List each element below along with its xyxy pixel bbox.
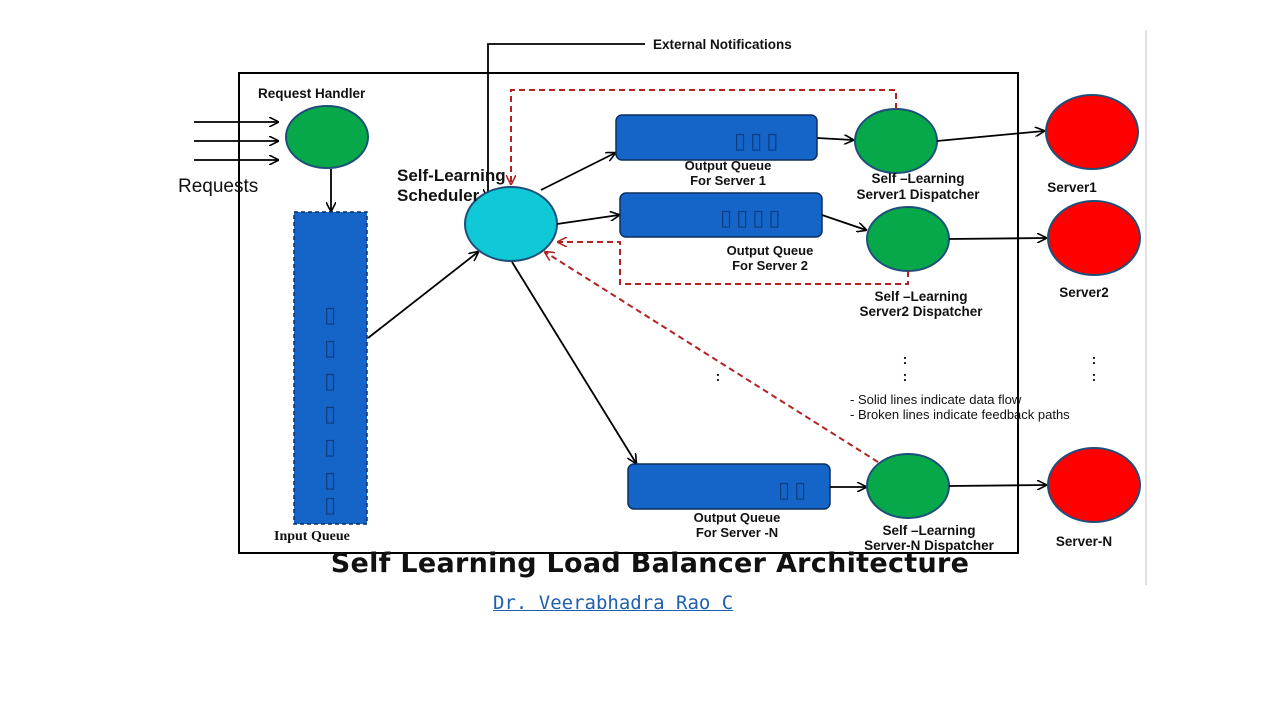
- dispatcher-2-label-line1: Self –Learning: [874, 289, 967, 304]
- dispatcher-n-label-line1: Self –Learning: [882, 523, 975, 538]
- requests-label: Requests: [178, 176, 258, 197]
- output-queue-2-label-line2: For Server 2: [732, 258, 808, 273]
- dispatcherN-to-serverN-arrow: [948, 485, 1046, 486]
- feedback-path-dispatcher2: [558, 242, 909, 285]
- output-queue-n-label-line1: Output Queue: [694, 510, 781, 525]
- svg-text:▯: ▯: [324, 402, 336, 427]
- output-queue-1-slots: ▯▯▯: [734, 129, 782, 154]
- external-notification-arrow: [488, 43, 645, 198]
- slide-title: Self Learning Load Balancer Architecture: [330, 548, 970, 579]
- output-queue-n-slots: ▯▯: [778, 478, 810, 503]
- svg-text:▯: ▯: [324, 369, 336, 394]
- dispatcher-n-node: [866, 453, 950, 519]
- output-queue-1-label-line1: Output Queue: [685, 158, 772, 173]
- server-n-label: Server-N: [1056, 534, 1112, 549]
- feedback-path-dispatcher1: [511, 89, 897, 184]
- scheduler-to-queue2-arrow: [556, 215, 619, 225]
- output-queue-1: [615, 114, 818, 161]
- dispatcher2-to-server2-arrow: [948, 238, 1046, 239]
- scheduler-to-queue1-arrow: [540, 153, 615, 191]
- output-queue-1-label-line2: For Server 1: [690, 173, 766, 188]
- input-queue: [293, 211, 368, 525]
- dispatcher-2-label-line2: Server2 Dispatcher: [859, 304, 983, 319]
- server-n-node: [1047, 447, 1141, 523]
- output-queue-n-label-line2: For Server -N: [696, 525, 778, 540]
- dispatcher-1-node: [854, 108, 938, 174]
- svg-text:▯: ▯: [324, 493, 336, 518]
- dispatcher-1-label-line2: Server1 Dispatcher: [856, 187, 980, 202]
- dispatcher-1-label-line1: Self –Learning: [871, 171, 964, 186]
- scheduler-label-line1: Self-Learning: [397, 166, 506, 185]
- ellipsis-marker: :: [1092, 351, 1097, 367]
- legend-solid-lines: - Solid lines indicate data flow: [850, 392, 1022, 407]
- request-handler-node: [285, 105, 369, 169]
- author-link[interactable]: Dr. Veerabhadra Rao C: [493, 592, 734, 614]
- svg-text:▯: ▯: [324, 435, 336, 460]
- server-1-label: Server1: [1047, 180, 1097, 195]
- ellipsis-marker: :: [716, 368, 721, 384]
- feedback-path-dispatcherN: [545, 252, 879, 463]
- queue1-to-dispatcher1-arrow: [816, 138, 853, 140]
- queue2-to-dispatcher2-arrow: [821, 214, 866, 230]
- request-handler-label: Request Handler: [258, 86, 366, 101]
- server-1-node: [1045, 94, 1139, 170]
- ellipsis-marker: :: [1092, 368, 1097, 384]
- output-queue-2-slots: ▯▯▯▯: [720, 206, 784, 231]
- input-queue-label: Input Queue: [274, 529, 350, 544]
- external-notifications-label: External Notifications: [653, 37, 792, 52]
- dispatcher-2-node: [866, 206, 950, 272]
- svg-text:▯: ▯: [324, 336, 336, 361]
- server-2-node: [1047, 200, 1141, 276]
- output-queue-2-label-line1: Output Queue: [727, 243, 814, 258]
- input-queue-slots: ▯ ▯ ▯ ▯ ▯ ▯ ▯: [324, 303, 336, 518]
- scheduler-to-queueN-arrow: [511, 261, 636, 463]
- load-balancer-boundary: [238, 72, 1019, 554]
- dispatcher-n-label-line2: Server-N Dispatcher: [864, 538, 995, 553]
- svg-text:▯: ▯: [324, 468, 336, 493]
- legend-broken-lines: - Broken lines indicate feedback paths: [850, 407, 1070, 422]
- queue-to-scheduler-arrow: [367, 252, 478, 339]
- ellipsis-marker: :: [903, 368, 908, 384]
- ellipsis-marker: :: [903, 351, 908, 367]
- svg-text:▯: ▯: [324, 303, 336, 328]
- dispatcher1-to-server1-arrow: [936, 131, 1044, 142]
- scheduler-label-line2: Scheduler: [397, 186, 480, 205]
- server-2-label: Server2: [1059, 285, 1109, 300]
